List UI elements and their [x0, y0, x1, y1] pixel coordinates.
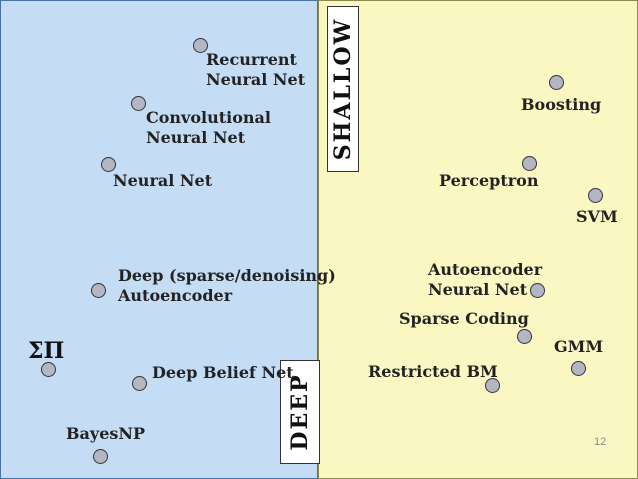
autoencoder-nn-label: Autoencoder Neural Net — [428, 260, 543, 299]
deep-autoencoder-label: Deep (sparse/denoising) Autoencoder — [118, 266, 336, 305]
deep-belief-net-node — [132, 376, 147, 391]
recurrent-nn-label: Recurrent Neural Net — [206, 50, 306, 89]
boosting-label: Boosting — [521, 95, 602, 114]
shallow-label-box — [327, 6, 359, 172]
restricted-bm-label: Restricted BM — [368, 362, 498, 381]
bayesnp-node — [93, 449, 108, 464]
shallow-label: SHALLOW — [330, 17, 356, 161]
svm-label: SVM — [576, 207, 618, 226]
deep-panel — [0, 0, 318, 479]
neural-net-label: Neural Net — [113, 171, 213, 190]
bayesnp-label: BayesNP — [66, 424, 146, 443]
sparse-coding-label: Sparse Coding — [399, 309, 529, 328]
perceptron-node — [522, 156, 537, 171]
sparse-coding-node — [517, 329, 532, 344]
sigma-pi-node — [41, 362, 56, 377]
deep-autoencoder-node — [91, 283, 106, 298]
sigma-pi-label: ΣΠ — [28, 338, 65, 364]
perceptron-label: Perceptron — [439, 171, 539, 190]
svm-node — [588, 188, 603, 203]
shallow-panel — [318, 0, 638, 479]
autoencoder-nn-node — [530, 283, 545, 298]
page-number: 12 — [594, 436, 607, 448]
deep-label-box — [280, 360, 320, 464]
neural-net-node — [101, 157, 116, 172]
recurrent-nn-node — [193, 38, 208, 53]
convolutional-nn-node — [131, 96, 146, 111]
restricted-bm-node — [485, 378, 500, 393]
gmm-label: GMM — [554, 337, 604, 356]
gmm-node — [571, 361, 586, 376]
boosting-node — [549, 75, 564, 90]
convolutional-nn-label: Convolutional Neural Net — [146, 108, 271, 147]
deep-belief-net-label: Deep Belief Net — [152, 363, 294, 382]
